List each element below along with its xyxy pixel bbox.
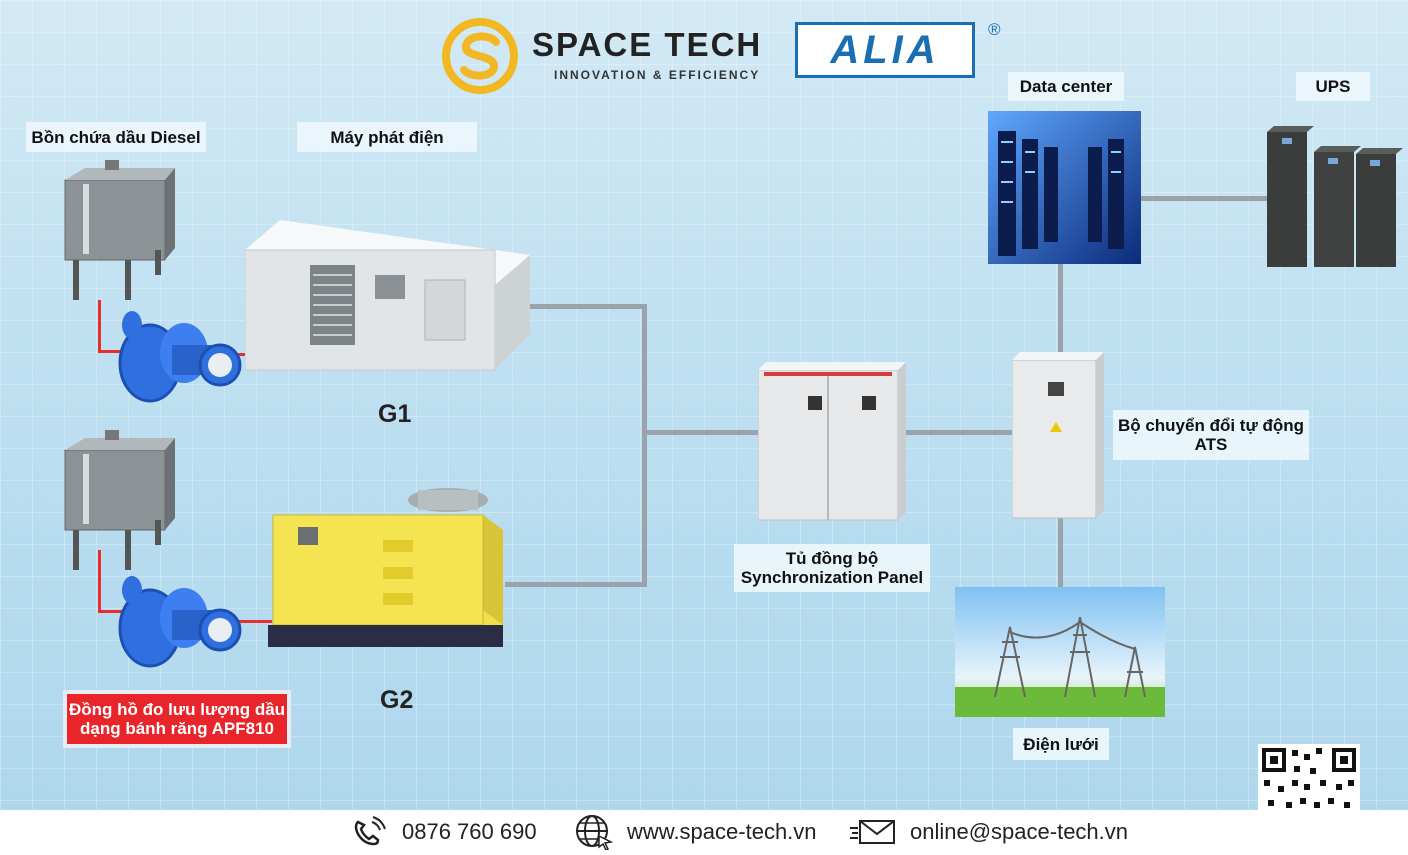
label-g1: G1	[378, 400, 412, 428]
ats-cabinet-icon	[1012, 352, 1104, 519]
label-g2: G2	[380, 686, 414, 714]
synchronization-panel-icon	[758, 362, 906, 521]
fuel-line-2c	[228, 620, 272, 623]
globe-icon	[576, 815, 613, 850]
footer-email[interactable]: online@space-tech.vn	[850, 812, 1128, 852]
cable-ats-grid	[1058, 515, 1063, 590]
cable-vertical-bus	[642, 304, 647, 587]
label-flow-meter: Đồng hồ đo lưu lượng dầu dạng bánh răng …	[63, 690, 291, 748]
cable-sync-ats	[902, 430, 1016, 435]
space-tech-logo: SPACE TECH INNOVATION & EFFICIENCY	[440, 16, 780, 96]
cable-g2	[505, 582, 647, 587]
data-center-image	[988, 111, 1141, 264]
flow-meter-2-icon	[118, 576, 242, 668]
footer-website[interactable]: www.space-tech.vn	[575, 812, 817, 852]
fuel-line-1c	[230, 353, 250, 356]
label-generator: Máy phát điện	[297, 122, 477, 152]
flow-meter-1-icon	[118, 311, 242, 403]
label-grid-power: Điện lưới	[1013, 728, 1109, 760]
brand-tagline: INNOVATION & EFFICIENCY	[554, 68, 761, 82]
fuel-line-2b	[98, 610, 128, 613]
footer-bar	[0, 810, 1408, 855]
fuel-line-1b	[98, 350, 128, 353]
diesel-tank-2-icon	[64, 430, 175, 570]
footer-phone[interactable]: 0876 760 690	[352, 812, 537, 852]
envelope-icon	[850, 820, 895, 844]
label-diesel-tank: Bồn chứa dầu Diesel	[26, 122, 206, 152]
space-tech-logo-icon	[442, 18, 518, 94]
website-url: www.space-tech.vn	[627, 819, 817, 844]
diesel-tank-1-icon	[64, 160, 175, 300]
background-grid	[0, 0, 1408, 810]
label-data-center: Data center	[1008, 72, 1124, 101]
cable-datacenter-ups	[1140, 196, 1268, 201]
power-grid-image	[955, 587, 1165, 717]
registered-mark: ®	[988, 20, 1001, 39]
label-sync-panel: Tủ đồng bộ Synchronization Panel	[734, 544, 930, 592]
email-address: online@space-tech.vn	[910, 819, 1129, 844]
cable-to-sync	[645, 430, 763, 435]
alia-logo: ALIA	[795, 22, 975, 78]
fuel-line-1a	[98, 300, 101, 352]
label-ats: Bộ chuyển đổi tự động ATS	[1113, 410, 1309, 460]
fuel-line-2a	[98, 550, 101, 612]
generator-g2-icon	[268, 488, 503, 647]
phone-icon	[354, 816, 386, 846]
alia-logo-text: ALIA	[830, 27, 940, 72]
phone-number: 0876 760 690	[402, 819, 537, 844]
ups-units-icon	[1267, 126, 1403, 267]
generator-g1-icon	[245, 220, 530, 371]
brand-name: SPACE TECH	[532, 26, 763, 63]
label-ups: UPS	[1296, 72, 1370, 101]
cable-ats-datacenter	[1058, 262, 1063, 356]
cable-g1	[525, 304, 647, 309]
